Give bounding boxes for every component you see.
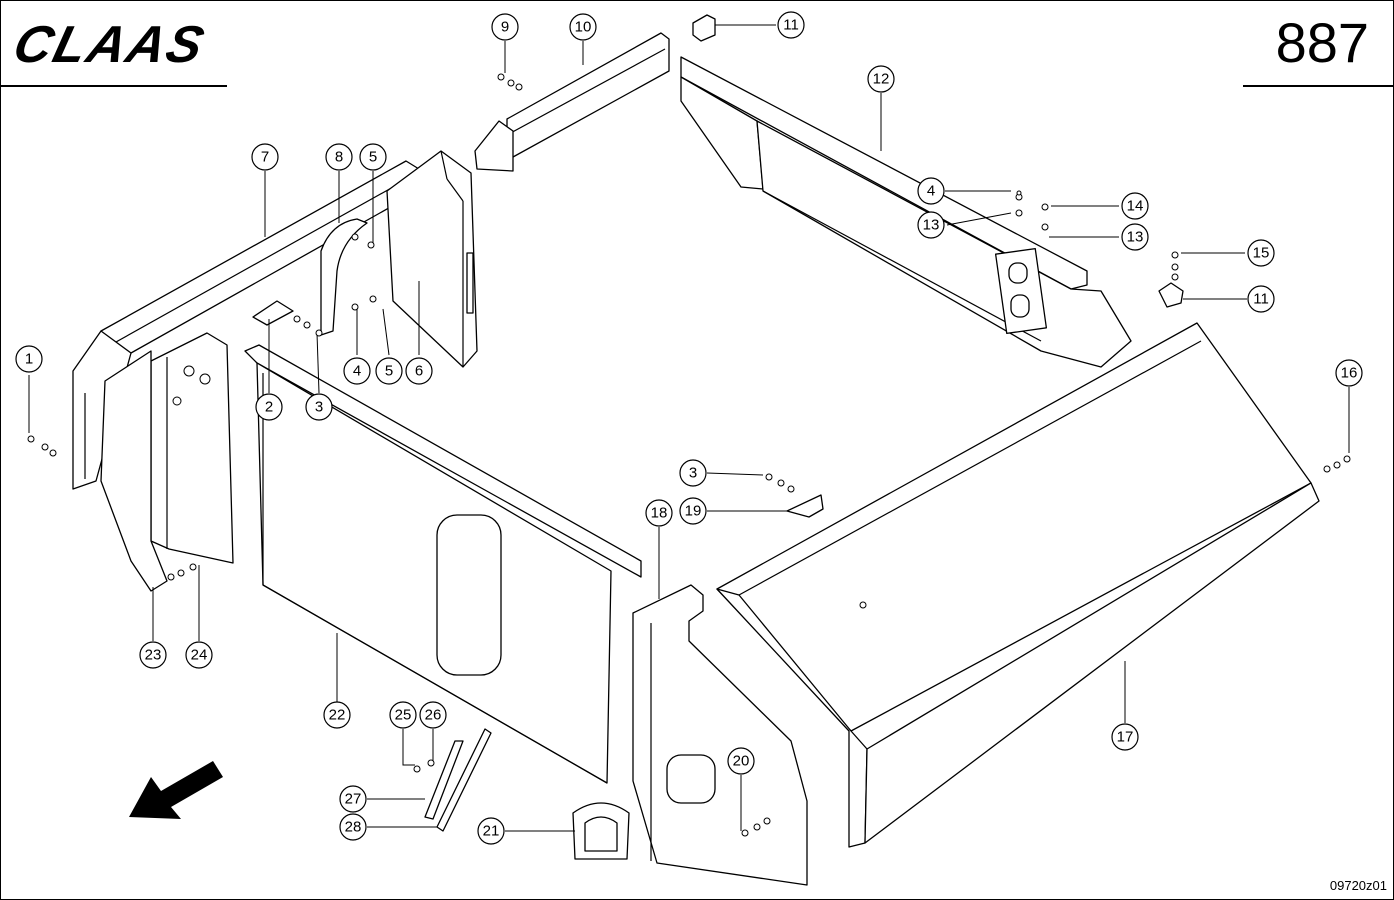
svg-text:20: 20	[733, 753, 750, 770]
svg-text:26: 26	[425, 707, 442, 724]
svg-text:19: 19	[685, 503, 702, 520]
header-rule-left	[1, 85, 227, 87]
callout-13-right: 13	[1121, 223, 1149, 251]
callout-7: 7	[251, 143, 279, 171]
part-11-bracket-right	[1158, 282, 1184, 308]
svg-text:25: 25	[395, 707, 412, 724]
svg-text:4: 4	[927, 183, 935, 200]
callout-17: 17	[1111, 723, 1139, 751]
page-number: 887	[1275, 11, 1369, 74]
svg-text:1: 1	[25, 351, 33, 368]
svg-text:10: 10	[575, 19, 592, 36]
callout-23: 23	[139, 641, 167, 669]
svg-text:5: 5	[369, 149, 377, 166]
drawing-number: 09720z01	[1329, 878, 1387, 893]
leader-lines	[28, 24, 1350, 832]
fasteners	[27, 73, 1351, 837]
callout-24: 24	[185, 641, 213, 669]
callout-1: 1	[15, 345, 43, 373]
callout-3-left: 3	[305, 393, 333, 421]
callout-27: 27	[339, 785, 367, 813]
part-2-plate	[252, 300, 294, 326]
header-rule-right	[1243, 85, 1393, 87]
svg-text:4: 4	[353, 363, 361, 380]
callout-10: 10	[569, 13, 597, 41]
direction-arrow-icon	[129, 761, 223, 819]
callout-26: 26	[419, 701, 447, 729]
svg-text:2: 2	[265, 399, 273, 416]
callout-3-right: 3	[679, 459, 707, 487]
svg-text:16: 16	[1341, 365, 1358, 382]
svg-text:6: 6	[415, 363, 423, 380]
callout-13-left: 13	[917, 211, 945, 239]
callout-21: 21	[477, 817, 505, 845]
callout-5-top: 5	[359, 143, 387, 171]
callout-14: 14	[1121, 192, 1149, 220]
callout-11-top: 11	[777, 11, 805, 39]
callout-15: 15	[1247, 239, 1275, 267]
svg-text:11: 11	[783, 17, 799, 34]
svg-text:15: 15	[1253, 245, 1270, 262]
callout-5-bottom: 5	[375, 357, 403, 385]
callout-2: 2	[255, 393, 283, 421]
svg-text:12: 12	[873, 71, 890, 88]
callout-25: 25	[389, 701, 417, 729]
part-12-rear-rail	[680, 56, 1132, 368]
callout-18: 18	[645, 499, 673, 527]
svg-text:27: 27	[345, 791, 362, 808]
svg-text:23: 23	[145, 647, 162, 664]
svg-text:13: 13	[1127, 229, 1144, 246]
svg-text:18: 18	[651, 505, 668, 522]
part-18-side-plate	[632, 584, 808, 886]
part-11-bracket-top	[692, 14, 716, 42]
callout-9: 9	[491, 13, 519, 41]
svg-text:21: 21	[483, 823, 500, 840]
svg-text:3: 3	[315, 399, 323, 416]
part-10-top-rail	[474, 32, 670, 172]
svg-text:17: 17	[1117, 729, 1134, 746]
callout-4-left: 4	[343, 357, 371, 385]
svg-text:14: 14	[1127, 198, 1144, 215]
part-27-28-strips	[424, 728, 492, 832]
callout-22: 22	[323, 701, 351, 729]
svg-text:5: 5	[385, 363, 393, 380]
callout-4-right: 4	[917, 177, 945, 205]
callout-19: 19	[679, 497, 707, 525]
callout-8: 8	[325, 143, 353, 171]
part-8-bracket	[320, 218, 368, 336]
svg-text:9: 9	[501, 19, 509, 36]
part-6-side-plate	[386, 150, 478, 368]
svg-text:13: 13	[923, 217, 940, 234]
svg-text:7: 7	[261, 149, 269, 166]
callout-12: 12	[867, 65, 895, 93]
svg-text:22: 22	[329, 707, 346, 724]
svg-text:3: 3	[689, 465, 697, 482]
callout-28: 28	[339, 813, 367, 841]
callout-20: 20	[727, 747, 755, 775]
part-19-bracket	[786, 494, 824, 518]
callout-6: 6	[405, 357, 433, 385]
part-17-large-cover	[716, 322, 1320, 848]
svg-text:11: 11	[1253, 291, 1269, 308]
part-21-cup	[572, 802, 630, 860]
callout-16: 16	[1335, 359, 1363, 387]
svg-text:24: 24	[191, 647, 208, 664]
svg-text:8: 8	[335, 149, 343, 166]
svg-text:28: 28	[345, 819, 362, 836]
part-23-left-upright	[100, 332, 234, 592]
part-22-door-panel	[244, 344, 642, 784]
callout-11-right: 11	[1247, 285, 1275, 313]
